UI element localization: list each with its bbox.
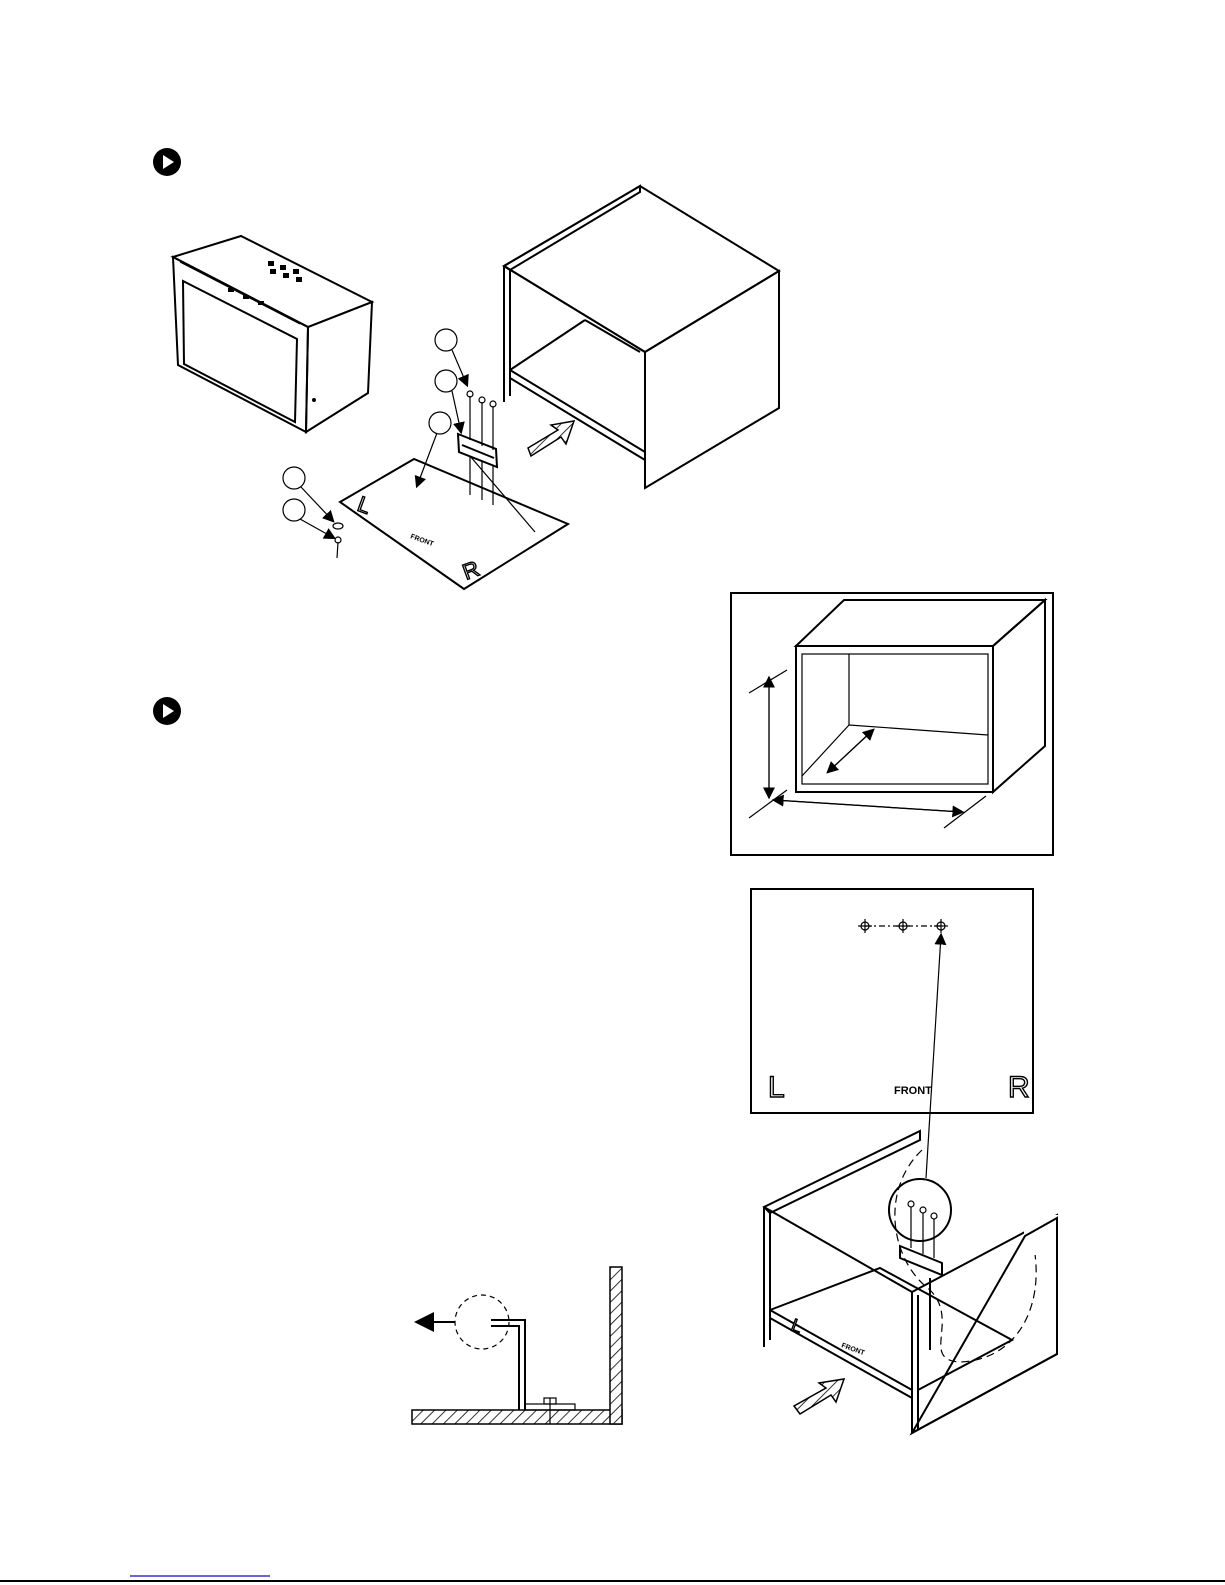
panel-right-mark: R	[1008, 1071, 1030, 1104]
push-arrow-icon	[528, 421, 574, 456]
template-panel: L FRONT R	[751, 889, 1033, 1113]
panel-front-label: FRONT	[894, 1085, 932, 1097]
panel-left-mark: L	[768, 1071, 785, 1104]
cabinet-left-mark: L	[789, 1315, 805, 1337]
cabinet-push-arrow-icon	[794, 1379, 844, 1414]
dimension-box	[731, 593, 1053, 855]
bracket-assembly	[458, 391, 497, 467]
cabinet-cutaway: L FRONT	[764, 1131, 1064, 1433]
board-front-label: FRONT	[409, 533, 435, 548]
mounting-board: L FRONT R	[340, 456, 568, 589]
cabinet-front-label: FRONT	[840, 1342, 866, 1357]
board-right-mark: R	[459, 556, 482, 585]
board-left-mark: L	[354, 491, 374, 519]
callouts	[283, 329, 467, 558]
template-pointer	[926, 935, 941, 1178]
cross-section-detail	[412, 1267, 622, 1424]
display-unit	[173, 236, 372, 432]
